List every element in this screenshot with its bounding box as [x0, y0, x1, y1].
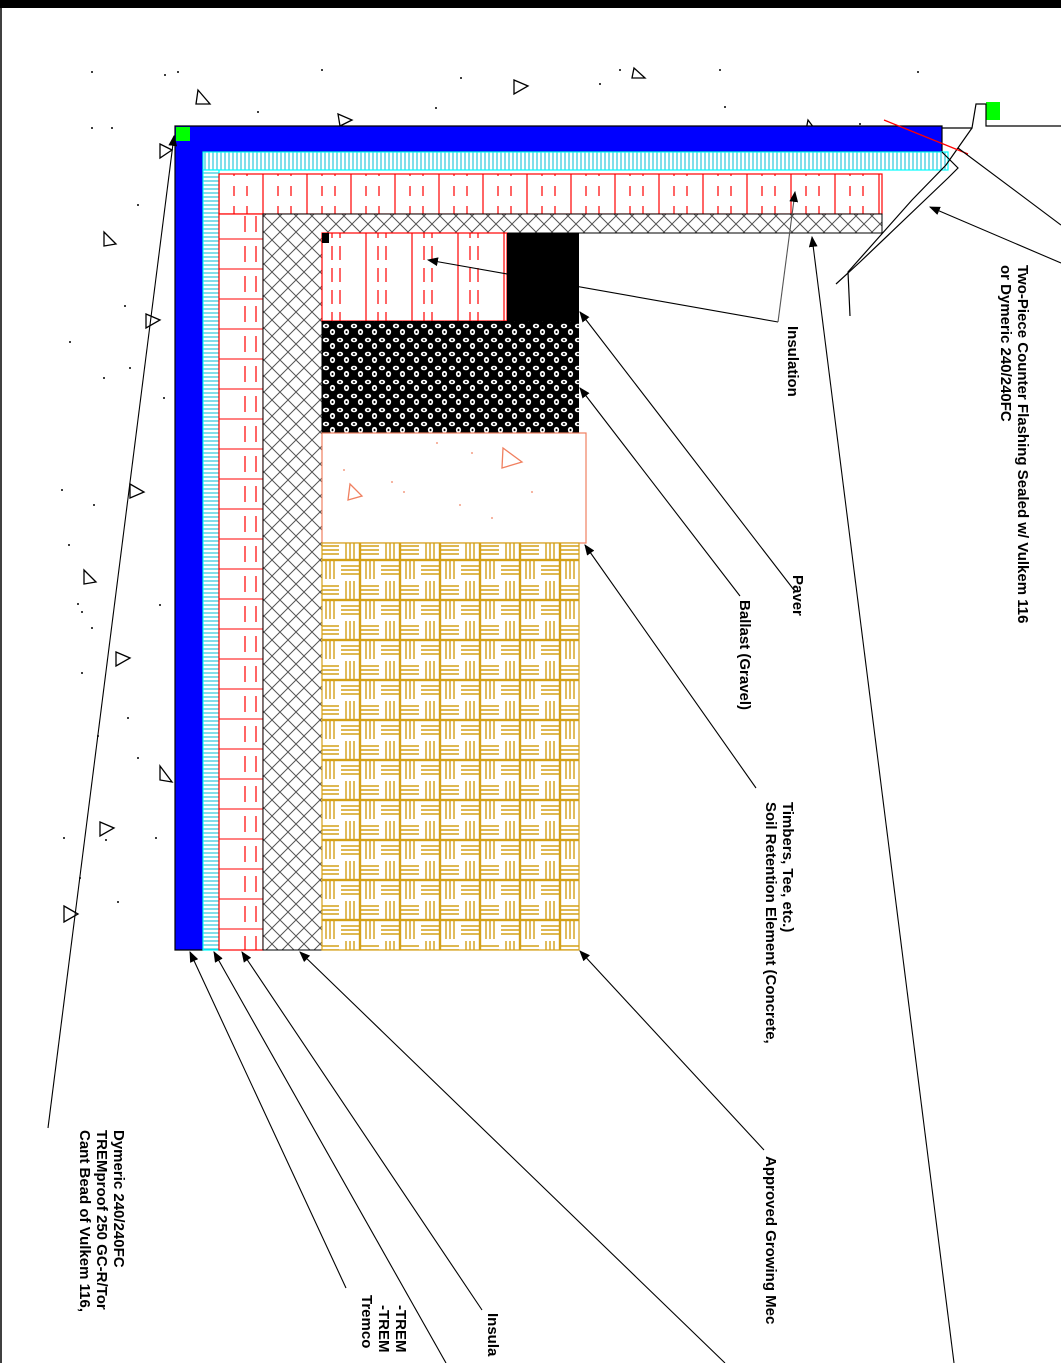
cant-bead-label: Cant Bead of Vulkem 116, TREMproof 250 G…: [76, 1130, 127, 1316]
ballast-label: Ballast (Gravel): [736, 600, 753, 710]
retention-speckle: [343, 442, 533, 519]
flashing-sealant: [986, 102, 1000, 120]
aggregate-triangles: [63, 66, 816, 924]
cant-bead-sealant: [176, 127, 190, 141]
insulation-under-paver: [321, 232, 508, 322]
paver-block: [507, 233, 579, 321]
flashing-seal-line: [883, 119, 969, 155]
growing-media: [321, 542, 580, 951]
protection-course-side: [202, 169, 220, 951]
concrete-speckle: [61, 69, 919, 903]
growing-media-label: Approved Growing Mec: [762, 1156, 779, 1324]
counter-flashing-label: Two-Piece Counter Flashing Sealed w/ Vul…: [997, 265, 1031, 628]
counter-flashing: [835, 103, 1061, 317]
ballast-gravel: [322, 321, 579, 433]
tremco-label: Tremco -TREM -TREM: [358, 1295, 409, 1357]
soil-retention-element: [321, 432, 587, 544]
leader-lines: [47, 134, 1061, 1363]
protection-course-top: [202, 151, 949, 171]
insulation-bottom-label: Insula: [484, 1313, 501, 1357]
paver-label: Paver: [789, 575, 806, 616]
title-border: [0, 0, 1061, 8]
retention-aggregate: [347, 446, 524, 501]
soil-retention-label: Soil Retention Element (Concrete, Timber…: [762, 802, 796, 1048]
insulation-top-row: [218, 173, 883, 215]
insulation-side-column: [218, 213, 264, 951]
edge-block: [322, 233, 329, 243]
insulation-label: Insulation: [784, 326, 801, 397]
